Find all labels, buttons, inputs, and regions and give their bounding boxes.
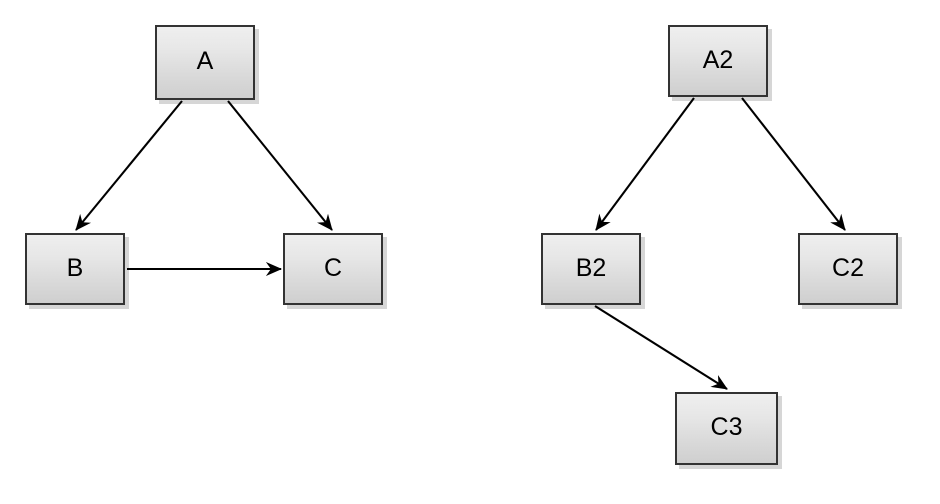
node-a2[interactable]: A2 [668,25,768,97]
node-b2-label: B2 [575,253,607,282]
node-c[interactable]: C [283,233,383,305]
node-b-label: B [66,253,84,282]
edge-a-to-c [227,100,333,231]
node-c3-label: C3 [710,413,743,441]
node-c2[interactable]: C2 [798,233,898,305]
node-a2-label: A2 [702,45,734,74]
node-a[interactable]: A [155,25,255,100]
edge-a-to-b [75,100,183,231]
node-c2-label: C2 [832,253,864,282]
node-c-label: C [323,253,343,282]
node-b2[interactable]: B2 [541,233,641,305]
edge-a2-to-c2 [741,97,846,231]
edge-b2-to-c3 [594,305,728,390]
node-c3[interactable]: C3 [675,392,778,465]
node-b[interactable]: B [25,233,125,305]
node-a-label: A [196,47,214,75]
edge-a2-to-b2 [595,97,695,231]
